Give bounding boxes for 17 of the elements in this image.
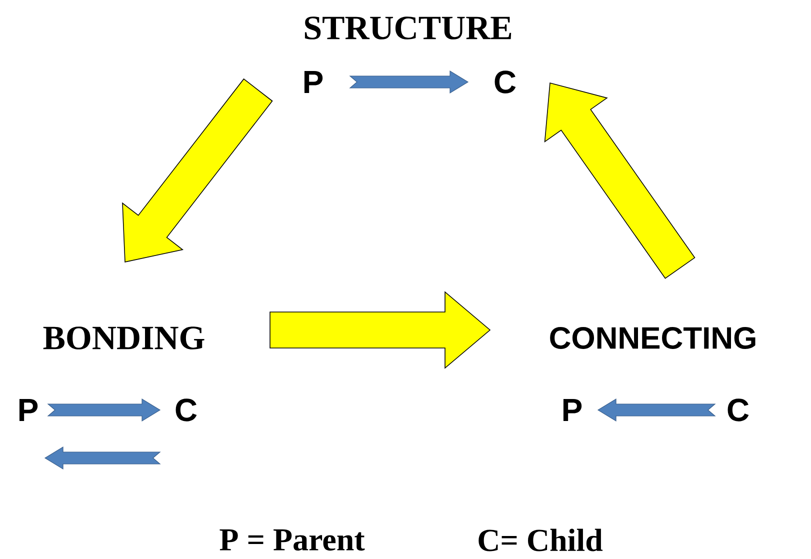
heading: STRUCTURE [304,16,512,40]
letter-label: P [19,399,38,421]
arrow [597,398,716,422]
letter-label: C [494,70,516,94]
block-arrow [270,291,491,369]
letter-label: P [304,71,323,93]
heading: CONNECTING [550,327,756,349]
arrow [44,446,161,470]
letter-label: C [728,398,749,422]
block-arrow [544,82,696,279]
arrow [349,70,469,94]
arrow [47,398,161,422]
heading: BONDING [43,326,204,350]
letter-label: C [176,398,197,422]
legend-text: C= Child [478,528,603,552]
letter-label: P [563,399,582,421]
legend-text: P = Parent [220,529,365,551]
